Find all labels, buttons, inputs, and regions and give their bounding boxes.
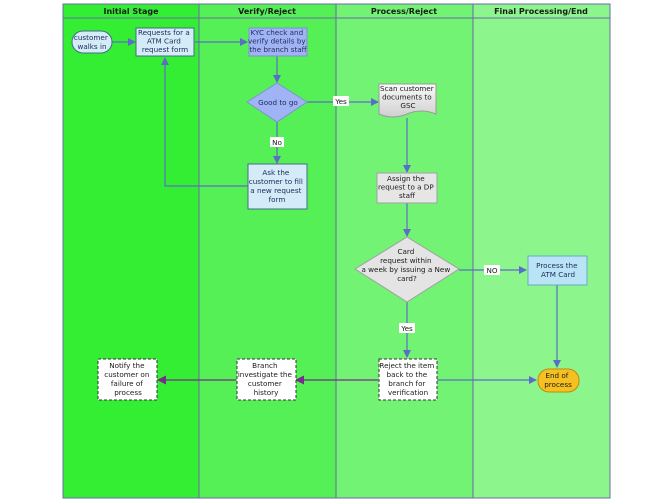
node-end-of-process: End of process	[537, 368, 580, 393]
node-request-form: Requests for a ATM Card request form	[135, 27, 195, 57]
process-shape	[248, 27, 308, 57]
node-label: Assign the request to a DP staff	[378, 174, 436, 200]
decision-shape	[246, 82, 308, 123]
lane-header	[472, 3, 611, 19]
lane-verify-reject: Verify/Reject	[198, 3, 337, 499]
node-notify-customer: Notify the customer on failure of proces…	[97, 358, 158, 401]
lane-title: Initial Stage	[103, 7, 159, 16]
node-label: End of process	[544, 371, 572, 389]
document-shape	[378, 83, 437, 118]
node-label: Scan customer documents to GSC	[380, 84, 436, 110]
node-label: Branch investigate the customer history	[238, 361, 294, 397]
edge-ask-back-to-request	[161, 57, 248, 187]
edge-label-text: Yes	[400, 324, 413, 333]
lane-body	[472, 3, 611, 499]
process-shape	[135, 27, 195, 57]
edge-label-yes-scan: Yes	[333, 96, 349, 106]
decision-shape	[354, 236, 460, 303]
node-label: Ask the customer to fill a new request f…	[249, 168, 305, 204]
process-shape	[376, 172, 438, 204]
node-label: Process the ATM Card	[536, 261, 580, 279]
process-shape	[236, 358, 297, 401]
edge-label-text: NO	[486, 266, 497, 275]
node-process-card: Process the ATM Card	[527, 255, 588, 286]
lane-title: Final Processing/End	[494, 7, 588, 16]
edge-label-text: No	[272, 138, 282, 147]
node-branch-investigate: Branch investigate the customer history	[236, 358, 297, 401]
edge-label-no-process: NO	[484, 265, 500, 275]
node-reject-item: Reject the item back to the branch for v…	[378, 358, 438, 401]
node-customer-walks-in: customer walks in	[71, 30, 113, 54]
node-card-request-decision: Card request within a week by issuing a …	[354, 236, 460, 303]
edge-label-bg	[270, 137, 284, 147]
edge-label-text: Yes	[334, 97, 347, 106]
terminator-shape	[537, 368, 580, 393]
lane-body	[62, 3, 200, 499]
lane-title: Verify/Reject	[238, 7, 296, 16]
edge-label-bg	[399, 323, 415, 333]
node-label: Card request within a week by issuing a …	[361, 247, 452, 283]
node-label: Reject the item back to the branch for v…	[379, 361, 436, 397]
edge-label-bg	[484, 265, 500, 275]
node-good-to-go-decision: Good to go	[246, 82, 308, 123]
process-shape	[527, 255, 588, 286]
edge-label-yes-reject: Yes	[399, 323, 415, 333]
node-assign-request: Assign the request to a DP staff	[376, 172, 438, 204]
node-label: Requests for a ATM Card request form	[138, 28, 192, 54]
edge-label-bg	[333, 96, 349, 106]
edge-label-no-ask: No	[270, 137, 284, 147]
node-label: Good to go	[258, 98, 298, 107]
node-label: customer walks in	[74, 33, 110, 51]
process-shape	[247, 163, 308, 210]
node-ask-customer: Ask the customer to fill a new request f…	[247, 163, 308, 210]
node-label: Notify the customer on failure of proces…	[104, 361, 151, 397]
node-scan-documents: Scan customer documents to GSC	[378, 83, 437, 118]
node-label: KYC check and verify details by the bran…	[248, 28, 308, 54]
lane-initial-stage: Initial Stage	[62, 3, 200, 499]
node-kyc-check: KYC check and verify details by the bran…	[248, 27, 308, 57]
process-shape	[378, 358, 438, 401]
lane-final-processing: Final Processing/End	[472, 3, 611, 499]
process-shape	[97, 358, 158, 401]
lane-body	[198, 3, 337, 499]
lane-title: Process/Reject	[371, 7, 437, 16]
terminator-shape	[71, 30, 113, 54]
